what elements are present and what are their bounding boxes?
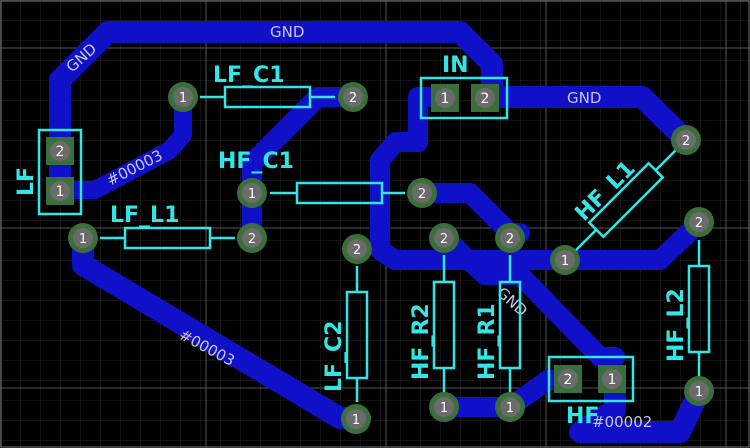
label-conn-lf: LF xyxy=(14,167,39,196)
pad-number: 2 xyxy=(564,372,573,388)
pad-number: 1 xyxy=(56,184,65,200)
pad-number: 2 xyxy=(682,134,690,149)
pad-lf-l1-1[interactable]: 1 xyxy=(68,223,98,253)
pad-number: 2 xyxy=(695,216,703,231)
component-pads[interactable]: 1 2 1 2 1 2 2 1 2 1 2 1 2 1 2 1 xyxy=(68,82,714,434)
label-hf-r1: HF_R1 xyxy=(475,303,500,380)
pad-hf-c1-1[interactable]: 1 xyxy=(237,178,267,208)
connector-pads[interactable]: 1 2 2 1 2 1 xyxy=(46,84,626,393)
pad-lf-c2-1[interactable]: 1 xyxy=(341,404,371,434)
pad-in-1[interactable]: 1 xyxy=(431,84,459,112)
trace-gnd-right[interactable] xyxy=(474,86,697,151)
pad-hf-2[interactable]: 2 xyxy=(554,365,582,393)
label-conn-hf: HF xyxy=(566,404,599,429)
pad-number: 2 xyxy=(506,232,514,247)
label-lf-c1: LF_C1 xyxy=(213,63,285,88)
pad-number: 2 xyxy=(353,243,361,258)
label-hf-c1: HF_C1 xyxy=(218,149,294,174)
trace-gnd-top[interactable] xyxy=(49,21,503,201)
trace-net2[interactable] xyxy=(569,367,711,443)
pad-number: 1 xyxy=(352,413,360,428)
label-conn-in: IN xyxy=(442,53,469,78)
label-lf-c2: LF_C2 xyxy=(322,321,347,393)
pad-number: 1 xyxy=(608,372,617,388)
pad-in-2[interactable]: 2 xyxy=(471,84,499,112)
net-label-gnd-right: GND xyxy=(567,89,601,107)
pad-number: 2 xyxy=(440,232,448,247)
label-hf-r2: HF_R2 xyxy=(409,303,434,380)
pad-hf-l1-2[interactable]: 2 xyxy=(671,125,701,155)
pad-number: 2 xyxy=(349,91,357,106)
pad-number: 1 xyxy=(561,254,569,269)
pad-number: 1 xyxy=(440,401,448,416)
pad-lf-c1-2[interactable]: 2 xyxy=(338,82,368,112)
trace-net3-upper[interactable] xyxy=(51,88,192,199)
pad-lf-2[interactable]: 2 xyxy=(46,137,74,165)
pad-number: 1 xyxy=(179,91,187,106)
pad-hf-l2-2[interactable]: 2 xyxy=(684,207,714,237)
pad-hf-r1-2[interactable]: 2 xyxy=(495,223,525,253)
net-label-net2: #00002 xyxy=(592,413,652,431)
pad-hf-r2-1[interactable]: 1 xyxy=(429,392,459,422)
pad-number: 2 xyxy=(56,144,65,160)
pad-lf-c2-2[interactable]: 2 xyxy=(342,234,372,264)
pad-number: 2 xyxy=(481,91,490,107)
pad-lf-c1-1[interactable]: 1 xyxy=(168,82,198,112)
pad-hf-l1-1[interactable]: 1 xyxy=(550,245,580,275)
pad-number: 1 xyxy=(79,232,87,247)
pad-hf-r1-1[interactable]: 1 xyxy=(495,392,525,422)
pad-hf-r2-2[interactable]: 2 xyxy=(429,223,459,253)
pad-hf-l2-1[interactable]: 1 xyxy=(684,376,714,406)
label-lf-l1: LF_L1 xyxy=(110,203,179,228)
net-label-gnd-top: GND xyxy=(270,23,304,41)
pad-lf-l1-2[interactable]: 2 xyxy=(237,223,267,253)
pad-lf-1[interactable]: 1 xyxy=(46,177,74,205)
pad-number: 2 xyxy=(418,187,426,202)
pad-number: 2 xyxy=(248,232,256,247)
pad-number: 1 xyxy=(695,385,703,400)
pad-hf-c1-2[interactable]: 2 xyxy=(407,178,437,208)
pad-number: 1 xyxy=(506,401,514,416)
trace-hf-l1-hf-l2[interactable] xyxy=(555,212,710,270)
label-hf-l2: HF_L2 xyxy=(664,288,689,362)
pad-number: 1 xyxy=(441,91,450,107)
pad-hf-1[interactable]: 1 xyxy=(598,365,626,393)
pad-number: 1 xyxy=(248,187,256,202)
